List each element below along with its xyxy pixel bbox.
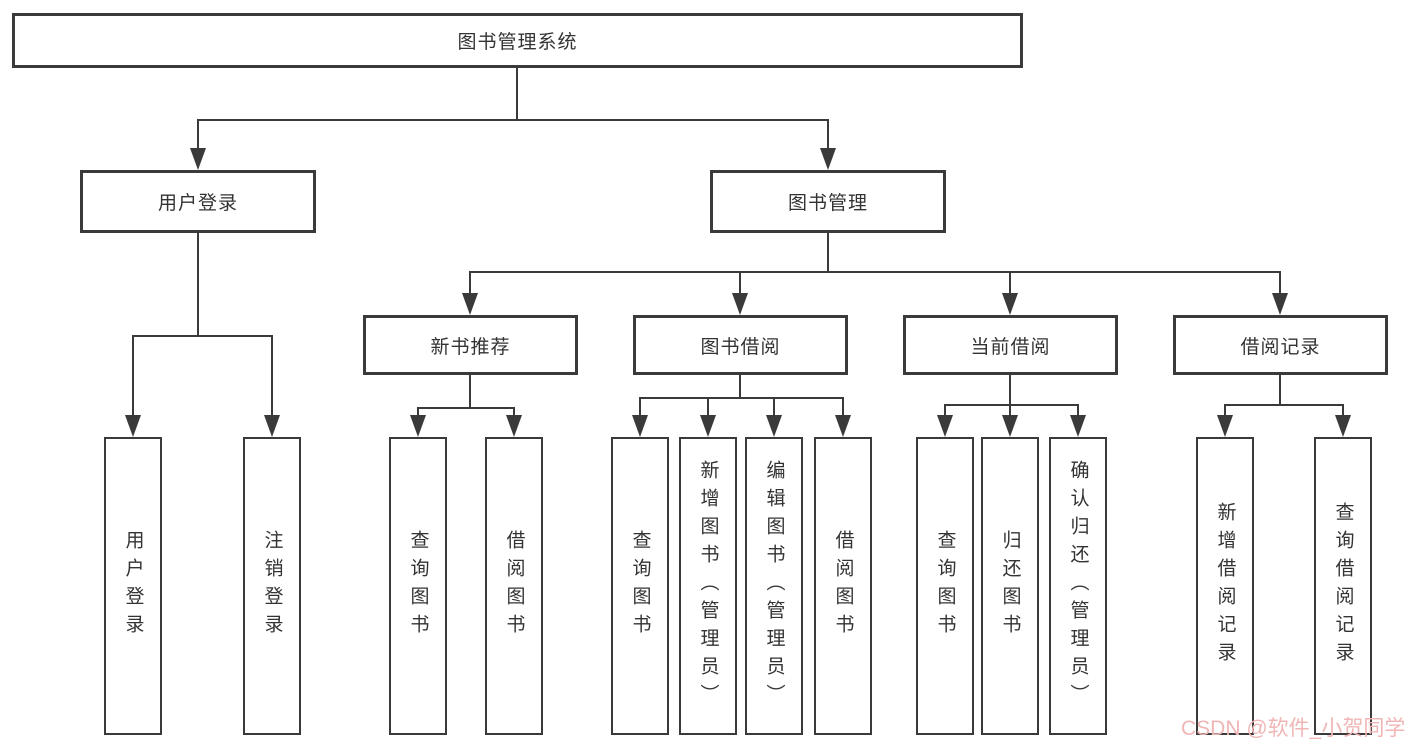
node-user-login-label: 用户登录 [157, 193, 238, 214]
leaf-edit-books-admin-label: 编辑图书（管理员） [763, 460, 785, 712]
leaf-borrow-books: 借阅图书 [814, 437, 872, 735]
node-borrowing-records-label: 借阅记录 [1240, 336, 1321, 358]
leaf-edit-books-admin: 编辑图书（管理员） [745, 437, 803, 735]
leaf-confirm-return-admin-label: 确认归还（管理员） [1067, 460, 1089, 712]
node-book-management: 图书管理 [710, 170, 946, 233]
node-book-borrowing: 图书借阅 [633, 315, 848, 375]
leaf-query-books-current-label: 查询图书 [934, 530, 956, 642]
leaf-add-books-admin: 新增图书（管理员） [679, 437, 737, 735]
leaf-query-books-borrowing: 查询图书 [611, 437, 669, 735]
leaf-user-login-label: 用户登录 [122, 530, 144, 642]
leaf-logout: 注销登录 [243, 437, 301, 735]
node-borrowing-records: 借阅记录 [1173, 315, 1388, 375]
leaf-return-books-label: 归还图书 [999, 530, 1021, 642]
leaf-query-borrow-record: 查询借阅记录 [1314, 437, 1372, 735]
leaf-add-borrow-record-label: 新增借阅记录 [1214, 502, 1236, 670]
leaf-query-books-current: 查询图书 [916, 437, 974, 735]
leaf-user-login: 用户登录 [104, 437, 162, 735]
leaf-query-books-recommend: 查询图书 [389, 437, 447, 735]
leaf-logout-label: 注销登录 [261, 530, 283, 642]
leaf-add-borrow-record: 新增借阅记录 [1196, 437, 1254, 735]
leaf-borrow-books-label: 借阅图书 [832, 530, 854, 642]
leaf-borrow-books-recommend-label: 借阅图书 [503, 530, 525, 642]
csdn-watermark: CSDN @软件_小贺同学 [1181, 717, 1405, 740]
node-current-borrowing-label: 当前借阅 [970, 336, 1051, 358]
leaf-return-books: 归还图书 [981, 437, 1039, 735]
node-book-borrowing-label: 图书借阅 [700, 336, 781, 358]
node-new-book-recommend-label: 新书推荐 [430, 336, 511, 358]
leaf-add-books-admin-label: 新增图书（管理员） [697, 460, 719, 712]
leaf-confirm-return-admin: 确认归还（管理员） [1049, 437, 1107, 735]
node-user-login: 用户登录 [80, 170, 316, 233]
leaf-query-books-recommend-label: 查询图书 [407, 530, 429, 642]
node-book-management-label: 图书管理 [787, 193, 868, 214]
node-new-book-recommend: 新书推荐 [363, 315, 578, 375]
leaf-borrow-books-recommend: 借阅图书 [485, 437, 543, 735]
leaf-query-books-borrowing-label: 查询图书 [629, 530, 651, 642]
leaf-query-borrow-record-label: 查询借阅记录 [1332, 502, 1354, 670]
node-current-borrowing: 当前借阅 [903, 315, 1118, 375]
node-root-label: 图书管理系统 [457, 32, 578, 53]
node-root: 图书管理系统 [12, 13, 1023, 68]
